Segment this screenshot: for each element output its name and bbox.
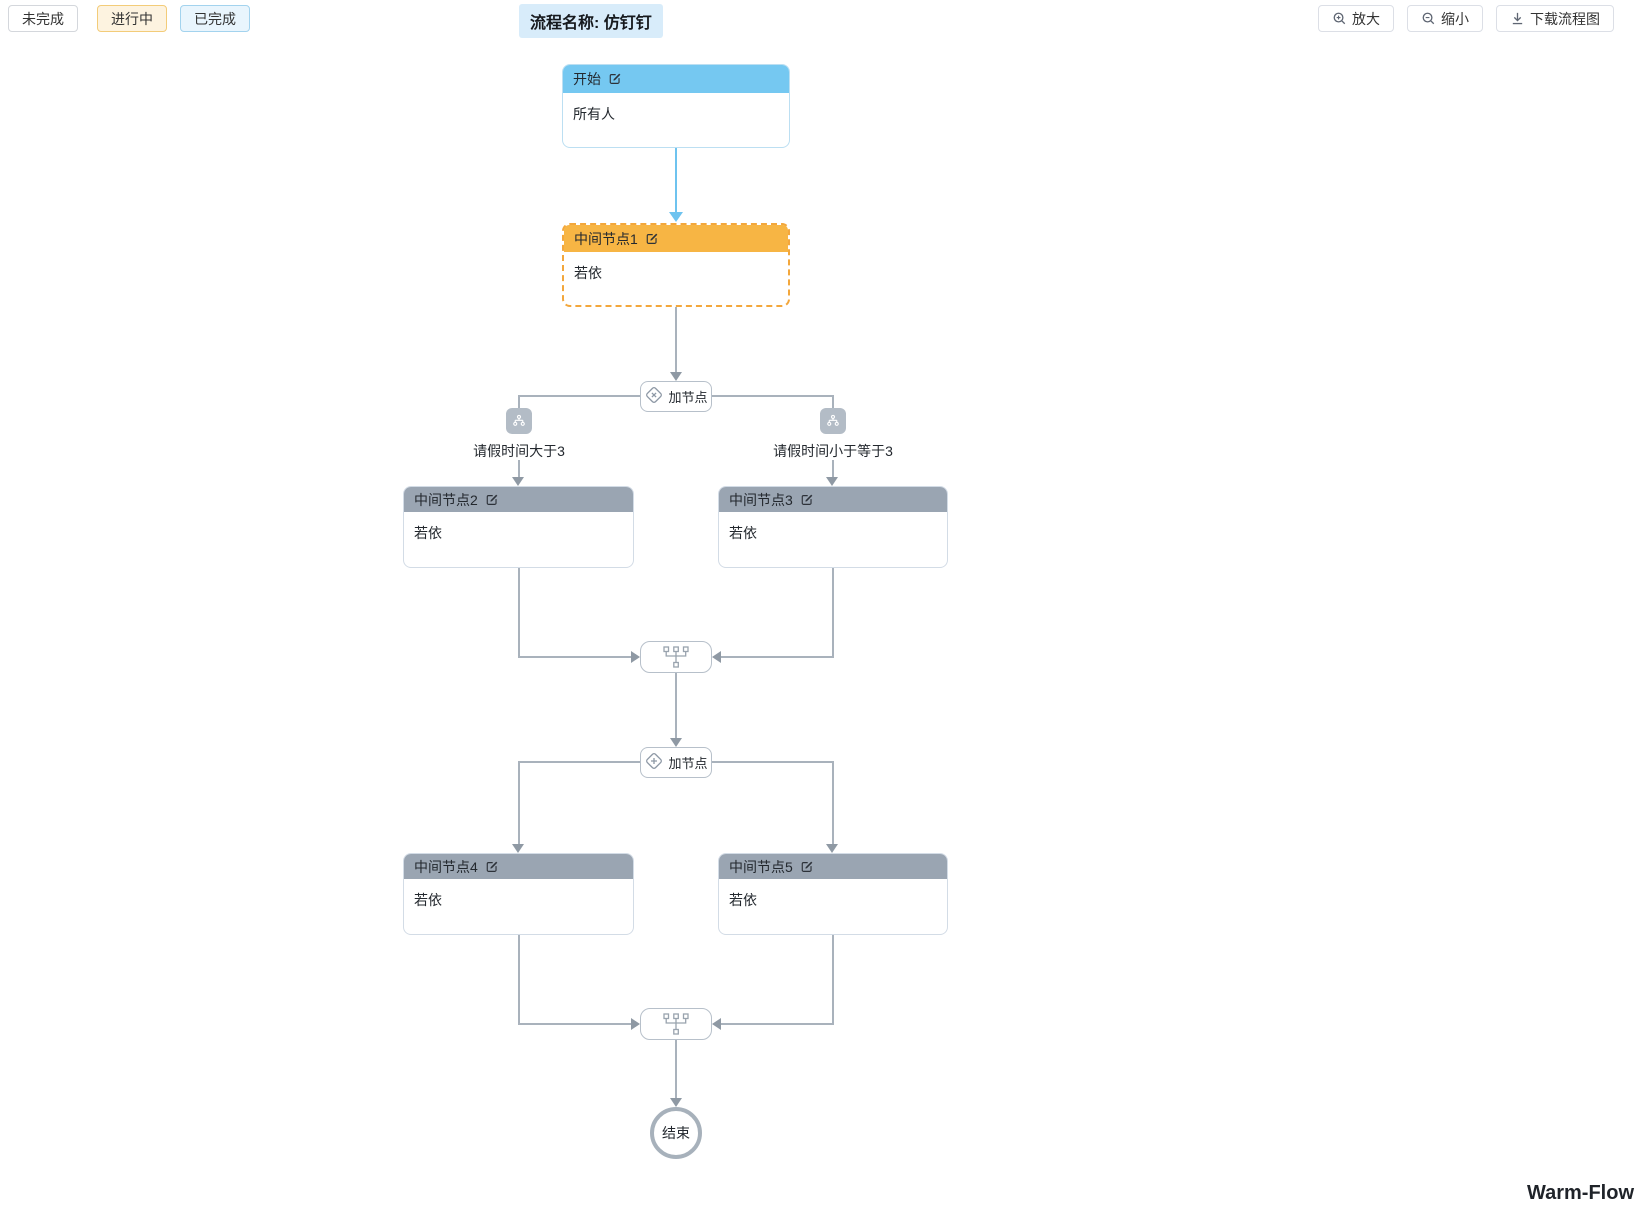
connector-cond-right-to-node3: [832, 460, 834, 477]
node-mid5[interactable]: 中间节点5 若依: [718, 853, 948, 935]
node-mid2-header: 中间节点2: [404, 487, 633, 512]
connector-start-to-node1: [675, 148, 677, 212]
hierarchy-icon: [513, 414, 525, 426]
node-mid2-title: 中间节点2: [414, 491, 478, 508]
diamond-plus-icon: [644, 751, 664, 774]
magnifier-plus-icon: [1332, 11, 1347, 26]
download-icon: [1510, 11, 1525, 26]
arrowhead-node1-to-gateway1: [670, 372, 682, 381]
node-mid4[interactable]: 中间节点4 若依: [403, 853, 634, 935]
node-mid3-title: 中间节点3: [729, 491, 793, 508]
connector-merge1-to-gateway2: [675, 673, 677, 738]
node-mid3-header: 中间节点3: [719, 487, 947, 512]
edit-icon[interactable]: [485, 860, 499, 874]
node-mid1-title: 中间节点1: [574, 230, 638, 247]
connector-left-branch-stub: [518, 395, 520, 408]
edit-icon[interactable]: [800, 493, 814, 507]
edit-icon[interactable]: [645, 232, 659, 246]
node-end-label: 结束: [662, 1125, 690, 1141]
node-end[interactable]: 结束: [650, 1107, 702, 1159]
download-label: 下载流程图: [1530, 10, 1600, 27]
node-mid4-body: 若依: [414, 892, 442, 908]
add-node-label: 加节点: [668, 390, 708, 405]
node-mid3[interactable]: 中间节点3 若依: [718, 486, 948, 568]
arrowhead-into-end: [670, 1098, 682, 1107]
merge-node-2: [640, 1008, 712, 1040]
connector-merge2-to-end: [675, 1040, 677, 1098]
diamond-x-icon: [644, 385, 664, 408]
zoom-in-label: 放大: [1352, 10, 1380, 27]
arrowhead-start-to-node1: [669, 212, 683, 222]
connector-node4-down: [518, 935, 520, 1025]
edit-icon[interactable]: [485, 493, 499, 507]
download-flowchart-button[interactable]: 下载流程图: [1496, 5, 1614, 32]
zoom-out-button[interactable]: 缩小: [1407, 5, 1483, 32]
condition-label-right: 请假时间小于等于3: [773, 443, 893, 459]
legend-completed-button[interactable]: 已完成: [180, 5, 250, 32]
connector-node4-to-merge2: [518, 1023, 632, 1025]
node-start-header: 开始: [563, 65, 789, 93]
merge-node-1: [640, 641, 712, 673]
zoom-in-button[interactable]: 放大: [1318, 5, 1394, 32]
node-mid1-active[interactable]: 中间节点1 若依: [562, 223, 790, 307]
connector-node3-down: [832, 568, 834, 658]
arrowhead-into-gateway2: [670, 738, 682, 747]
connector-node5-to-merge2: [721, 1023, 834, 1025]
connector-gateway2-left: [519, 761, 640, 763]
legend-in-progress-button[interactable]: 进行中: [97, 5, 167, 32]
node-mid5-body: 若依: [729, 892, 757, 908]
legend-pending-button[interactable]: 未完成: [8, 5, 78, 32]
connector-node2-to-merge1: [518, 656, 632, 658]
arrowhead-into-node3: [826, 477, 838, 486]
node-mid5-title: 中间节点5: [729, 858, 793, 875]
flow-title: 流程名称: 仿钉钉: [519, 4, 663, 38]
add-node-gateway-parallel[interactable]: 加节点: [640, 747, 712, 778]
connector-gateway2-to-node4: [518, 761, 520, 845]
arrowhead-left-into-merge2: [631, 1018, 640, 1030]
merge-icon: [663, 1013, 689, 1035]
node-mid2-body: 若依: [414, 525, 442, 541]
condition-label-left: 请假时间大于3: [473, 443, 565, 459]
arrowhead-into-node2: [512, 477, 524, 486]
hierarchy-icon: [827, 414, 839, 426]
connector-node3-to-merge1: [721, 656, 834, 658]
node-start-title: 开始: [573, 71, 601, 87]
magnifier-minus-icon: [1421, 11, 1436, 26]
condition-branch-icon-left[interactable]: [506, 408, 532, 434]
arrowhead-left-into-merge1: [631, 651, 640, 663]
connector-gateway2-right: [712, 761, 834, 763]
add-node-gateway-exclusive[interactable]: 加节点: [640, 381, 712, 412]
edit-icon[interactable]: [800, 860, 814, 874]
node-start[interactable]: 开始 所有人: [562, 64, 790, 148]
node-mid4-header: 中间节点4: [404, 854, 633, 879]
condition-branch-icon-right[interactable]: [820, 408, 846, 434]
connector-node5-down: [832, 935, 834, 1025]
node-mid3-body: 若依: [729, 525, 757, 541]
edit-icon[interactable]: [608, 72, 622, 86]
connector-cond-left-to-node2: [518, 460, 520, 477]
connector-gateway1-left: [519, 395, 640, 397]
node-mid2[interactable]: 中间节点2 若依: [403, 486, 634, 568]
node-mid1-header: 中间节点1: [564, 225, 788, 252]
arrowhead-into-node4: [512, 844, 524, 853]
warm-flow-watermark: Warm-Flow: [1526, 1182, 1634, 1204]
node-start-body: 所有人: [573, 106, 615, 122]
arrowhead-into-node5: [826, 844, 838, 853]
node-mid1-body: 若依: [574, 265, 602, 281]
add-node-label: 加节点: [668, 756, 708, 771]
merge-icon: [663, 646, 689, 668]
node-mid4-title: 中间节点4: [414, 858, 478, 875]
arrowhead-right-into-merge1: [712, 651, 721, 663]
zoom-out-label: 缩小: [1441, 10, 1469, 27]
connector-node1-to-gateway1: [675, 307, 677, 372]
connector-right-branch-stub: [832, 395, 834, 408]
connector-gateway1-right: [712, 395, 833, 397]
node-mid5-header: 中间节点5: [719, 854, 947, 879]
arrowhead-right-into-merge2: [712, 1018, 721, 1030]
connector-node2-down: [518, 568, 520, 658]
connector-gateway2-to-node5: [832, 761, 834, 845]
